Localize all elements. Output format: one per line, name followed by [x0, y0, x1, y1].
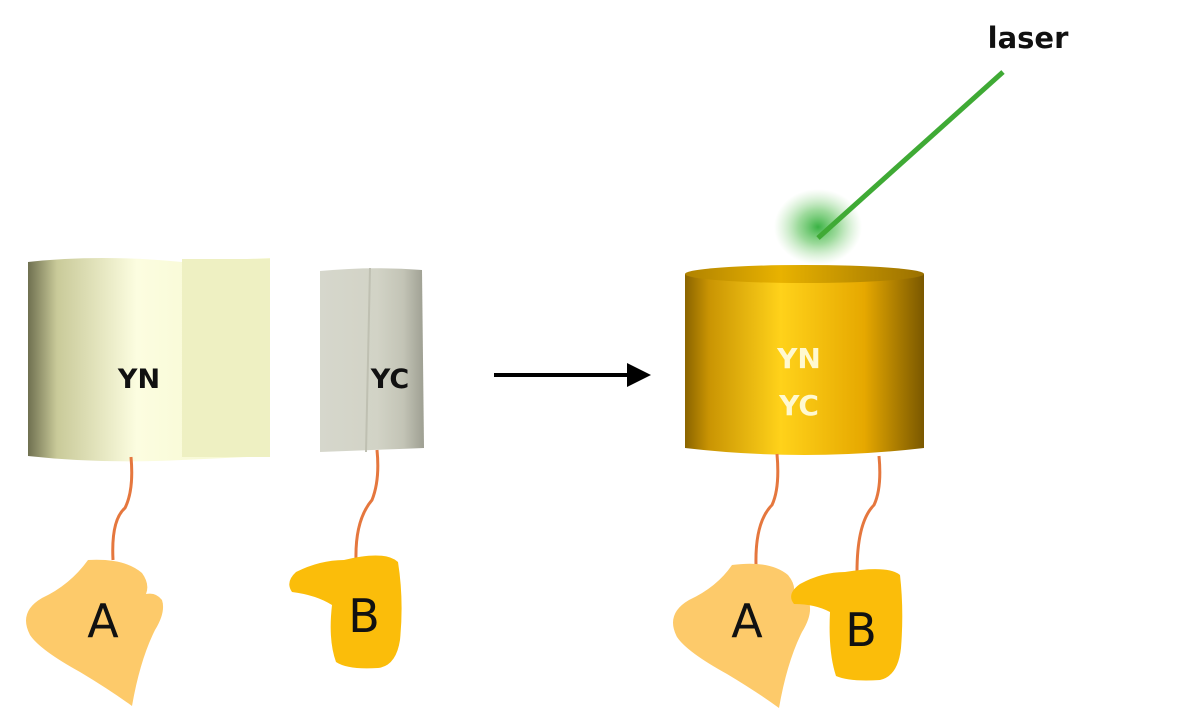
protein-b-right: B: [791, 569, 903, 681]
protein-a-right-label: A: [731, 594, 763, 648]
yn-label: YN: [117, 364, 160, 395]
yc-cut-edge: [365, 267, 371, 453]
protein-b-label: B: [348, 589, 380, 643]
protein-b-right-shape: [791, 569, 903, 681]
yc-linker: [354, 449, 380, 561]
yn-cut-face: [182, 259, 270, 457]
reaction-arrow: [494, 363, 651, 387]
complex-label-yn: YN: [776, 342, 821, 375]
protein-b-shape: [289, 555, 402, 669]
protein-a-left: A: [26, 559, 164, 706]
complex-label-yc: YC: [778, 389, 819, 422]
yfp-complex: YN YC: [685, 265, 924, 573]
complex-top: [685, 265, 924, 283]
yc-label: YC: [370, 364, 409, 395]
yn-fragment: YN: [28, 258, 270, 561]
complex-body: [685, 274, 924, 455]
fluorescence-glow: [774, 189, 862, 265]
laser-label: laser: [988, 21, 1069, 55]
complex-linker-b: [855, 455, 882, 573]
yn-linker: [111, 456, 134, 561]
arrow-head: [627, 363, 651, 387]
yc-body: [320, 268, 424, 452]
yc-fragment: YC: [320, 267, 424, 561]
laser-beam: [816, 70, 1005, 240]
protein-a-label: A: [87, 594, 119, 648]
protein-b-left: B: [289, 555, 402, 669]
protein-a-shape: [26, 559, 164, 706]
complex-linker-a: [754, 453, 780, 566]
protein-b-right-label: B: [845, 603, 877, 657]
protein-a-right: A: [673, 563, 811, 708]
protein-a-right-shape: [673, 563, 811, 708]
